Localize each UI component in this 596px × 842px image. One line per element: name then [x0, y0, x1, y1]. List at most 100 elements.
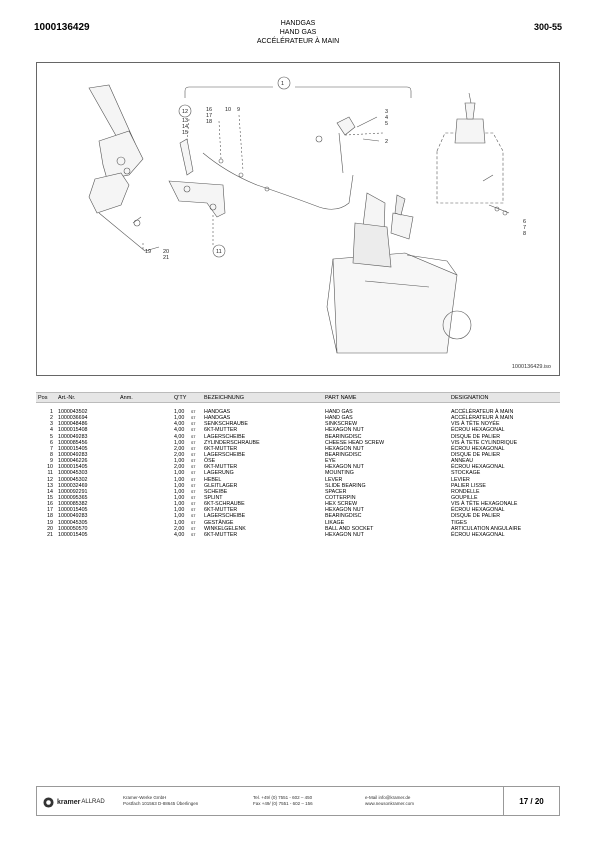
row-name-english: HEXAGON NUT — [325, 464, 364, 471]
page-number: 17 / 20 — [503, 787, 559, 815]
row-quantity: 2,00 — [174, 464, 185, 471]
contact-web: e-Mail info@kramer.de www.neusonkramer.c… — [365, 795, 414, 807]
row-unit: ST — [191, 434, 196, 439]
callout-19: 19 — [145, 249, 151, 255]
row-quantity: 4,00 — [174, 421, 185, 428]
row-unit: ST — [191, 526, 196, 531]
row-name-english: HEXAGON NUT — [325, 427, 364, 434]
row-name-german: SCHEIBE — [204, 488, 228, 495]
row-article-number: 1000043502 — [58, 409, 88, 415]
row-article-number: 1000045305 — [58, 519, 88, 526]
row-pos: 15 — [47, 494, 53, 501]
row-quantity: 1,00 — [174, 507, 185, 514]
row-name-english: HEXAGON NUT — [325, 507, 364, 514]
row-unit: ST — [191, 477, 196, 482]
header-pos: Pos — [38, 395, 48, 401]
row-quantity: 4,00 — [174, 433, 185, 440]
row-name-german: 6KT-MUTTER — [204, 445, 238, 452]
row-name-english: LIKAGE — [325, 519, 345, 526]
row-article-number: 1000049283 — [58, 513, 88, 520]
row-quantity: 4,00 — [174, 531, 185, 538]
row-name-french: DISQUE DE PALIER — [451, 433, 501, 440]
row-name-english: BALL AND SOCKET — [325, 525, 374, 532]
brand-suffix: ALLRAD — [81, 799, 105, 805]
row-name-english: SINKSCREW — [325, 421, 358, 428]
row-name-english: BEARINGDISC — [325, 451, 362, 458]
callout-16: 16 — [206, 107, 212, 113]
row-name-german: 6KT-MUTTER — [204, 427, 238, 434]
row-unit: ST — [191, 471, 196, 476]
row-unit: ST — [191, 532, 196, 537]
row-article-number: 1000015405 — [58, 464, 88, 471]
title-french: ACCÉLÉRATEUR À MAIN — [256, 38, 340, 45]
row-name-french: VIS À TÊTE NOYÉE — [451, 421, 500, 428]
row-quantity: 1,00 — [174, 439, 185, 446]
row-quantity: 1,00 — [174, 470, 185, 477]
row-name-german: WINKELGELENK — [204, 525, 246, 532]
header-art-nr: Art.-Nr. — [58, 395, 76, 401]
company-logo: kramer ALLRAD — [43, 796, 105, 808]
callout-2: 2 — [385, 139, 388, 145]
row-name-english: BEARINGDISC — [325, 433, 362, 440]
row-pos: 7 — [50, 445, 53, 452]
row-article-number: 1000015405 — [58, 445, 88, 452]
row-name-french: DISQUE DE PALIER — [451, 451, 501, 458]
header-part-name: PART NAME — [325, 395, 357, 401]
row-name-german: 6KT-SCHRAUBE — [204, 501, 245, 508]
company-address: Kramer-Werke GmbH Postfach 101563 D-8864… — [123, 795, 198, 807]
row-name-french: DISQUE DE PALIER — [451, 513, 501, 520]
website[interactable]: www.neusonkramer.com — [365, 801, 415, 806]
row-quantity: 1,00 — [174, 494, 185, 501]
header-bezeichnung: BEZEICHNUNG — [204, 395, 245, 401]
document-number: 1000136429 — [34, 22, 90, 33]
title-english: HAND GAS — [279, 29, 317, 36]
exploded-view-drawing: 1 2 3 4 5 6 7 8 9 10 11 12 13 14 15 16 1… — [36, 62, 560, 376]
row-article-number: 1000095365 — [58, 494, 88, 501]
row-name-german: HANDGAS — [204, 415, 231, 422]
row-name-english: CHEESE HEAD SCREW — [325, 439, 385, 446]
fax-number: Fax +49/ (0) 7551 - 602 – 156 — [253, 801, 313, 806]
callout-4: 4 — [385, 115, 388, 121]
row-name-english: HAND GAS — [325, 409, 353, 415]
callout-15: 15 — [182, 130, 188, 136]
row-quantity: 1,00 — [174, 513, 185, 520]
drawing-reference: 1000136429.iso — [511, 364, 551, 370]
row-pos: 14 — [47, 488, 53, 495]
row-pos: 19 — [47, 519, 53, 526]
footer: kramer ALLRAD Kramer-Werke GmbH Postfach… — [36, 786, 560, 816]
row-name-german: 6KT-MUTTER — [204, 464, 238, 471]
row-pos: 18 — [47, 513, 53, 520]
row-pos: 16 — [47, 501, 53, 508]
row-name-german: HEBEL — [204, 476, 222, 483]
callout-13: 13 — [182, 118, 188, 124]
row-article-number: 1000015405 — [58, 531, 88, 538]
row-name-french: ÉCROU HEXAGONAL — [451, 445, 505, 452]
callout-6: 6 — [523, 219, 526, 225]
row-article-number: 1000049283 — [58, 451, 88, 458]
row-article-number: 1000050570 — [58, 525, 88, 532]
row-name-english: EYE — [325, 458, 336, 465]
row-pos: 8 — [50, 451, 53, 458]
row-unit: ST — [191, 465, 196, 470]
row-name-english: LEVER — [325, 476, 343, 483]
callout-14: 14 — [182, 124, 188, 130]
email-address[interactable]: e-Mail info@kramer.de — [365, 795, 411, 800]
row-name-french: ÉCROU HEXAGONAL — [451, 464, 505, 471]
row-quantity: 1,00 — [174, 501, 185, 508]
row-name-german: ÖSE — [204, 458, 216, 465]
callout-5: 5 — [385, 121, 388, 127]
callout-3: 3 — [385, 109, 388, 115]
row-name-english: SLIDE BEARING — [325, 482, 366, 489]
row-name-german: LAGERSCHEIBE — [204, 451, 246, 458]
contact-phone: Tel. +49/ (0) 7551 - 602 – 450 Fax +49/ … — [253, 795, 313, 807]
